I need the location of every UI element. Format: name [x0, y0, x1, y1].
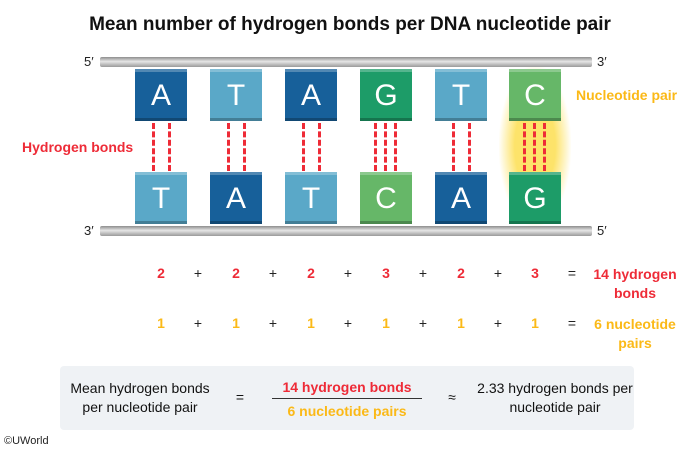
pair-count: 1	[307, 315, 315, 331]
nucleotide-C: C	[509, 69, 561, 121]
plus-sign: +	[343, 265, 353, 281]
bond-count: 2	[157, 265, 165, 281]
nucleotide-A: A	[135, 69, 187, 121]
plus-sign: +	[493, 315, 503, 331]
hydrogen-bond-line	[394, 123, 397, 171]
nucleotide-G: G	[360, 69, 412, 121]
equation-box: Mean hydrogen bonds per nucleotide pair …	[60, 366, 634, 430]
pair-total: 6 nucleotide pairs	[594, 316, 676, 351]
hydrogen-bond-line	[227, 123, 230, 171]
pair-count: 1	[531, 315, 539, 331]
top-backbone	[100, 57, 592, 67]
bond-count: 2	[457, 265, 465, 281]
hydrogen-bond-line	[318, 123, 321, 171]
nucleotide-G: G	[509, 172, 561, 224]
bottom-backbone	[100, 226, 592, 236]
equals-sign: =	[235, 389, 245, 405]
nucleotide-T: T	[135, 172, 187, 224]
top-right-end: 3′	[597, 54, 607, 69]
nucleotide-pair-label: Nucleotide pair	[576, 87, 678, 103]
plus-sign: +	[193, 265, 203, 281]
copyright: ©UWorld	[4, 435, 49, 447]
hydrogen-bond-line	[243, 123, 246, 171]
hydrogen-bond-line	[543, 123, 546, 171]
top-left-end: 5′	[84, 54, 94, 69]
bond-count: 2	[232, 265, 240, 281]
nucleotide-A: A	[210, 172, 262, 224]
plus-sign: +	[418, 315, 428, 331]
bond-count: 3	[531, 265, 539, 281]
bottom-left-end: 3′	[84, 223, 94, 238]
bond-count: 2	[307, 265, 315, 281]
bond-total: 14 hydrogen bonds	[593, 266, 677, 301]
hydrogen-bond-line	[523, 123, 526, 171]
plus-sign: +	[493, 265, 503, 281]
nucleotide-T: T	[435, 69, 487, 121]
bond-count: 3	[382, 265, 390, 281]
title: Mean number of hydrogen bonds per DNA nu…	[89, 14, 611, 35]
plus-sign: +	[193, 315, 203, 331]
equation-result: 2.33 hydrogen bonds per nucleotide pair	[477, 380, 633, 415]
hydrogen-bond-line	[152, 123, 155, 171]
equals-sign: =	[567, 315, 577, 331]
hydrogen-bonds-label: Hydrogen bonds	[22, 139, 134, 155]
plus-sign: +	[268, 265, 278, 281]
hydrogen-bond-line	[168, 123, 171, 171]
nucleotide-T: T	[210, 69, 262, 121]
hydrogen-bond-line	[533, 123, 536, 171]
pair-count: 1	[232, 315, 240, 331]
nucleotide-A: A	[285, 69, 337, 121]
hydrogen-bond-line	[468, 123, 471, 171]
hydrogen-bond-line	[302, 123, 305, 171]
approx-sign: ≈	[448, 389, 456, 405]
pair-count: 1	[382, 315, 390, 331]
nucleotide-C: C	[360, 172, 412, 224]
bottom-right-end: 5′	[597, 223, 607, 238]
hydrogen-bond-line	[384, 123, 387, 171]
fraction-line	[272, 398, 422, 399]
pair-count: 1	[157, 315, 165, 331]
plus-sign: +	[268, 315, 278, 331]
hydrogen-bond-line	[452, 123, 455, 171]
nucleotide-T: T	[285, 172, 337, 224]
plus-sign: +	[343, 315, 353, 331]
nucleotide-A: A	[435, 172, 487, 224]
equals-sign: =	[567, 265, 577, 281]
pair-count: 1	[457, 315, 465, 331]
denominator: 6 nucleotide pairs	[287, 403, 407, 419]
numerator: 14 hydrogen bonds	[282, 379, 412, 395]
plus-sign: +	[418, 265, 428, 281]
hydrogen-bond-line	[374, 123, 377, 171]
equation-lhs: Mean hydrogen bonds per nucleotide pair	[70, 380, 210, 415]
